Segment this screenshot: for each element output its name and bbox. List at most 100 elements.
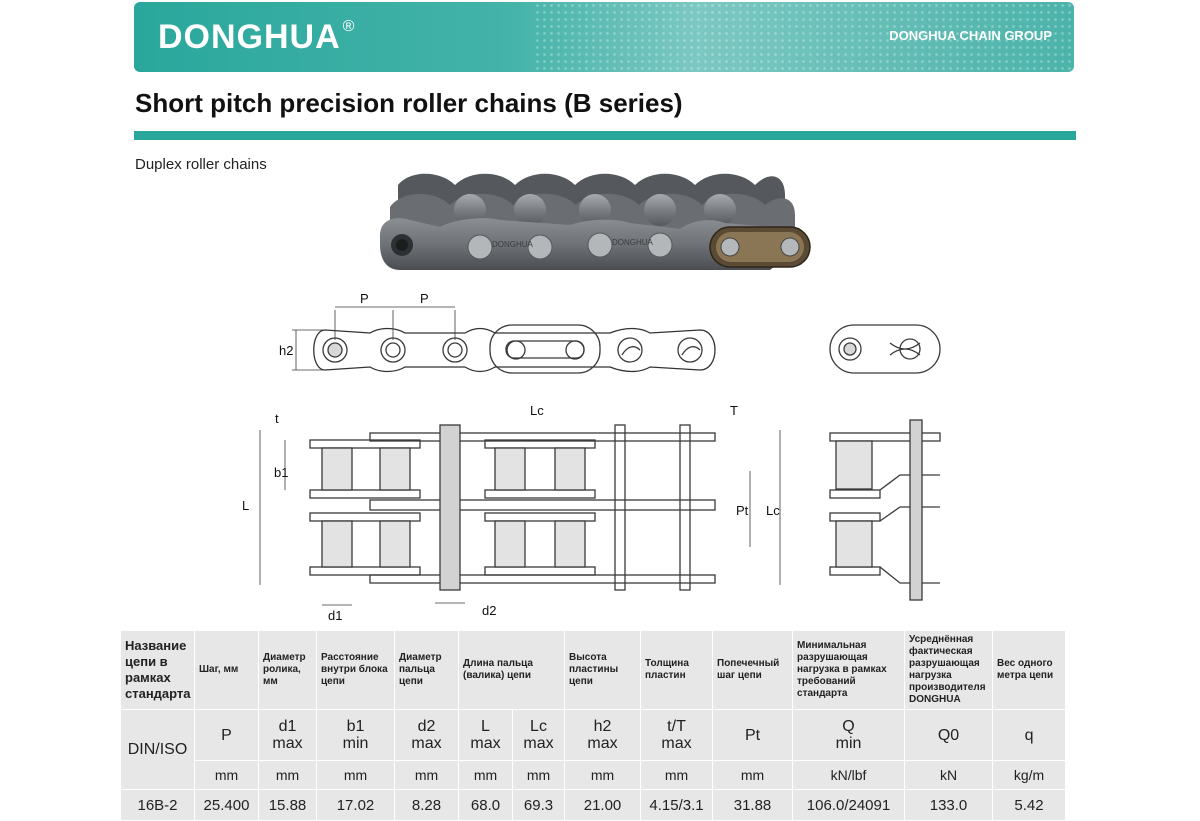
label-p: P: [420, 291, 429, 306]
label-T: T: [730, 403, 738, 418]
column-unit: mm: [258, 760, 317, 790]
column-symbol: q: [992, 709, 1067, 761]
label-t: t: [275, 411, 279, 426]
column-unit: mm: [564, 760, 642, 790]
column-unit: mm: [511, 760, 566, 790]
symbol-name: q: [1024, 726, 1034, 744]
symbol-name: t/T: [667, 718, 686, 735]
symbol-qualifier: max: [661, 735, 692, 752]
symbol-name: L: [481, 718, 490, 735]
page-title: Short pitch precision roller chains (B s…: [135, 88, 683, 118]
column-unit: mm: [194, 760, 259, 790]
symbol-name: Lc: [530, 718, 547, 735]
label-b1: b1: [274, 465, 288, 480]
symbol-qualifier: min: [835, 735, 862, 752]
symbol-qualifier: max: [470, 735, 501, 752]
technical-drawing: P P h2 t Lc T b1 L Pt Lc d1 d2: [242, 291, 941, 623]
symbol-name: d2: [417, 718, 436, 735]
cell-value: 69.3: [511, 789, 566, 821]
column-description: Длина пальца (валика) цепи: [457, 630, 566, 710]
plate-marking: DONGHUA: [492, 240, 534, 249]
column-symbol: P: [194, 709, 259, 761]
symbol-name: P: [221, 726, 232, 744]
symbol-qualifier: max: [523, 735, 554, 752]
cell-value: 106.0/24091: [792, 789, 906, 821]
label-d1: d1: [328, 608, 342, 623]
column-description: Диаметр ролика, мм: [258, 630, 317, 710]
table-header-row: Название цепи в рамках стандарта Шаг, мм…: [120, 630, 1067, 710]
symbol-qualifier: max: [411, 735, 442, 752]
label-d2: d2: [482, 603, 496, 618]
label-L: L: [242, 498, 249, 513]
side-view: [292, 306, 941, 374]
cell-value: 17.02: [316, 789, 395, 821]
column-description: Высота пластины цепи: [564, 630, 642, 710]
chain-photo: DONGHUA DONGHUA: [380, 173, 811, 270]
column-description: Попечечный шаг цепи: [712, 630, 794, 710]
header-banner: DONGHUA® DONGHUA CHAIN GROUP: [134, 2, 1074, 72]
symbol-qualifier: min: [342, 735, 369, 752]
symbol-qualifier: max: [587, 735, 618, 752]
page-subtitle: Duplex roller chains: [135, 156, 267, 173]
column-description: Вес одного метра цепи: [992, 630, 1067, 710]
cell-value: 21.00: [564, 789, 642, 821]
cell-value: 133.0: [904, 789, 994, 821]
name-header: Название цепи в рамках стандарта: [120, 630, 195, 710]
column-unit: kN/lbf: [792, 760, 906, 790]
symbol-qualifier: max: [272, 735, 303, 752]
cell-value: 5.42: [992, 789, 1067, 821]
cell-value: 8.28: [394, 789, 459, 821]
column-unit: mm: [394, 760, 459, 790]
registered-mark: ®: [342, 18, 356, 35]
column-unit: mm: [316, 760, 395, 790]
column-unit: mm: [712, 760, 794, 790]
spec-table: Название цепи в рамках стандарта Шаг, мм…: [120, 630, 1067, 821]
label-p: P: [360, 291, 369, 306]
symbol-name: Pt: [744, 726, 761, 744]
column-unit: mm: [458, 760, 513, 790]
symbol-name: d1: [278, 718, 297, 735]
brand-logo: DONGHUA®: [158, 18, 355, 57]
label-pt: Pt: [736, 503, 749, 518]
plate-marking: DONGHUA: [612, 238, 654, 247]
column-description: Диаметр пальца цепи: [394, 630, 459, 710]
symbol-name: h2: [593, 718, 612, 735]
column-symbol: Q0: [904, 709, 994, 761]
label-lc: Lc: [530, 403, 544, 418]
symbol-name: b1: [346, 718, 365, 735]
chain-name: 16B-2: [120, 789, 195, 821]
column-description: Расстояние внутри блока цепи: [316, 630, 395, 710]
column-description: Толщина пластин: [640, 630, 714, 710]
title-divider: [134, 131, 1076, 140]
top-view: [259, 419, 941, 606]
column-unit: kg/m: [992, 760, 1067, 790]
cell-value: 15.88: [258, 789, 317, 821]
group-name: DONGHUA CHAIN GROUP: [889, 28, 1052, 43]
cell-value: 68.0: [458, 789, 513, 821]
symbol-name: Q: [842, 718, 855, 735]
column-unit: kN: [904, 760, 994, 790]
label-h2: h2: [279, 343, 293, 358]
column-description: Усреднённая фактическая разрушающая нагр…: [904, 630, 994, 710]
column-unit: mm: [640, 760, 714, 790]
column-description: Шаг, мм: [194, 630, 259, 710]
banner-dot-pattern: [534, 2, 1074, 72]
column-description: Минимальная разрушающая нагрузка в рамка…: [792, 630, 906, 710]
symbol-name: Q0: [937, 726, 960, 744]
cell-value: 25.400: [194, 789, 259, 821]
brand-name: DONGHUA: [158, 18, 341, 56]
cell-value: 4.15/3.1: [640, 789, 714, 821]
cell-value: 31.88: [712, 789, 794, 821]
label-lc-right: Lc: [766, 503, 780, 518]
